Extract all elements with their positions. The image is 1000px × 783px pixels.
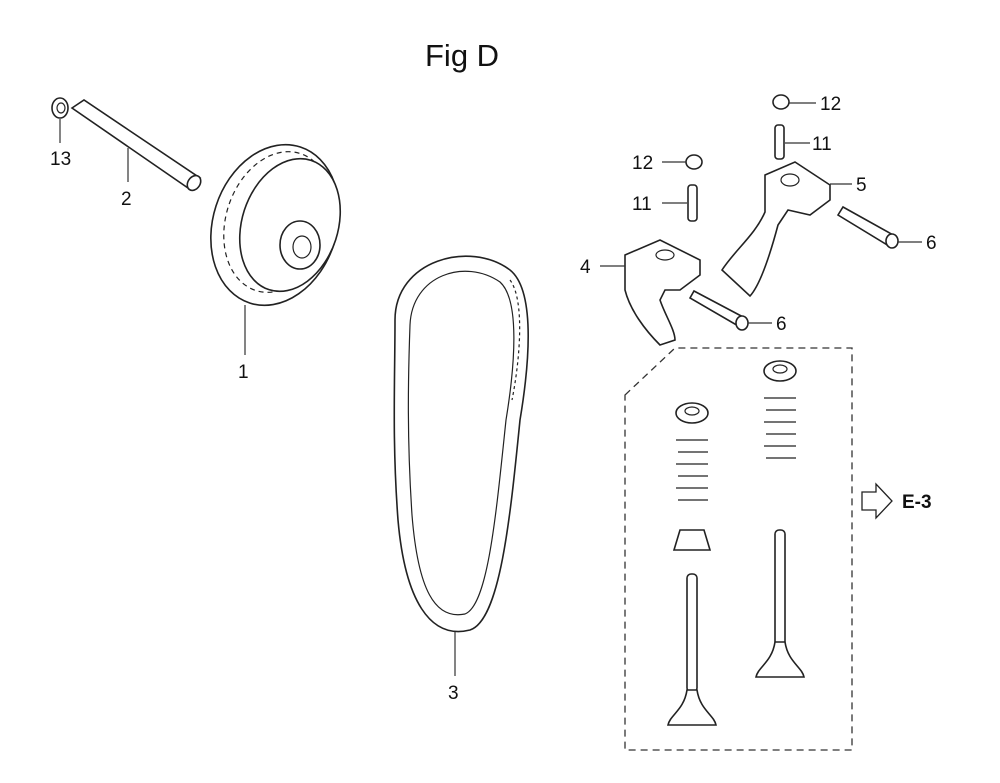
callout-1: 1 xyxy=(238,362,249,383)
callout-11-left: 11 xyxy=(632,194,652,215)
valve-group-outline xyxy=(624,347,853,751)
callout-5: 5 xyxy=(856,175,867,196)
part-2-shaft xyxy=(70,99,202,192)
reference-e3[interactable]: E-3 xyxy=(861,482,932,520)
callout-4: 4 xyxy=(580,257,591,278)
part-13-seal xyxy=(51,97,69,143)
part-5-rocker-arm xyxy=(720,161,852,298)
callout-11-right: 11 xyxy=(812,134,832,155)
figure-title: Fig D xyxy=(425,38,499,73)
callout-2: 2 xyxy=(121,189,132,210)
part-6-rocker-pin-right xyxy=(836,205,922,249)
callout-12-right: 12 xyxy=(820,94,841,115)
part-3-timing-belt xyxy=(393,255,529,676)
valve-assembly-left xyxy=(667,402,717,726)
part-11-stud-left xyxy=(662,184,698,222)
part-4-rocker-arm xyxy=(600,239,701,346)
part-1-camshaft-pulley xyxy=(210,143,342,355)
part-6-rocker-pin-left xyxy=(688,289,772,331)
arrow-right-outline-icon xyxy=(861,482,893,520)
callout-13: 13 xyxy=(50,149,71,170)
reference-label: E-3 xyxy=(902,492,932,513)
callout-6-right: 6 xyxy=(926,233,937,254)
callout-3: 3 xyxy=(448,683,459,704)
part-11-stud-right xyxy=(774,124,810,160)
callout-12-left: 12 xyxy=(632,153,653,174)
valve-assembly-right xyxy=(755,360,805,678)
part-12-nut-right xyxy=(772,94,816,110)
part-12-nut-left xyxy=(662,154,703,170)
callout-6-left: 6 xyxy=(776,314,787,335)
